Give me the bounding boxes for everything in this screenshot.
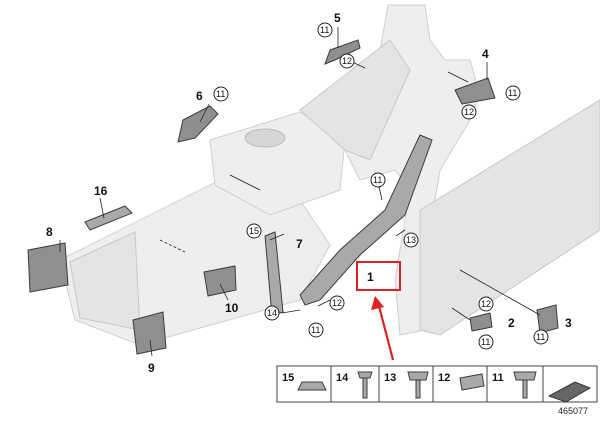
svg-text:11: 11 — [216, 89, 225, 99]
callout-9: 9 — [148, 361, 155, 375]
svg-text:11: 11 — [481, 337, 490, 347]
highlight-arrow-shaft — [377, 305, 395, 361]
circle-11-mid: 11 — [370, 172, 386, 188]
strut-mount-hole — [244, 128, 286, 148]
highlight-arrow-head — [371, 296, 384, 310]
fastener-legend: 15 14 13 12 11 — [276, 365, 598, 403]
circle-11-left: 11 — [213, 86, 229, 102]
svg-text:12: 12 — [342, 56, 352, 66]
flange-bolt-icon — [407, 371, 429, 399]
circle-12-top: 12 — [339, 53, 355, 69]
circle-12-bottom: 12 — [478, 296, 494, 312]
strut-tower — [209, 111, 346, 216]
callout-1: 1 — [367, 270, 374, 284]
svg-text:11: 11 — [508, 88, 517, 98]
part-8-plate — [27, 242, 69, 293]
firewall-panel — [299, 39, 411, 161]
circle-12-mid: 12 — [329, 295, 345, 311]
svg-text:14: 14 — [267, 308, 277, 318]
legend-label-11: 11 — [492, 372, 504, 384]
callout-2: 2 — [508, 316, 515, 330]
legend-frame — [276, 365, 598, 403]
part-16-bracket — [84, 205, 133, 231]
bolt-icon — [357, 371, 373, 399]
circle-11-top: 11 — [317, 22, 333, 38]
front-member-end — [69, 231, 141, 331]
callouts: 5 4 6 16 8 7 10 9 2 3 — [46, 11, 572, 375]
part-4-bracket — [454, 77, 496, 105]
leader-lines — [59, 27, 541, 357]
callout-7: 7 — [296, 237, 303, 251]
callout-8: 8 — [46, 225, 53, 239]
legend-label-13: 13 — [384, 372, 396, 384]
legend-label-14: 14 — [336, 372, 349, 384]
callout-5: 5 — [334, 11, 341, 25]
circle-11-right: 11 — [505, 85, 521, 101]
diagram-number: 465077 — [558, 406, 588, 416]
circle-12-right: 12 — [461, 104, 477, 120]
svg-text:12: 12 — [481, 299, 491, 309]
circle-11-bottom-right: 11 — [478, 334, 494, 350]
callout-4: 4 — [482, 47, 489, 61]
legend-label-12: 12 — [438, 372, 450, 384]
part-3-bracket — [536, 304, 559, 334]
direction-arrow-icon — [547, 381, 592, 403]
legend-label-15: 15 — [282, 372, 294, 384]
callout-16: 16 — [94, 184, 108, 198]
circle-14: 14 — [264, 305, 280, 321]
circle-13: 13 — [403, 232, 419, 248]
svg-text:15: 15 — [249, 226, 259, 236]
svg-text:11: 11 — [311, 325, 320, 335]
circle-15: 15 — [246, 223, 262, 239]
circle-11-far-right: 11 — [533, 329, 549, 345]
svg-text:12: 12 — [464, 107, 474, 117]
svg-text:11: 11 — [536, 332, 545, 342]
circled-callouts: 11 12 11 12 11 11 15 13 12 14 11 12 11 1… — [213, 22, 549, 350]
direction-arrow-highlight — [559, 377, 579, 389]
callout-6: 6 — [196, 89, 203, 103]
highlight-box — [356, 261, 401, 291]
part-2-bracket — [469, 312, 493, 332]
callout-3: 3 — [565, 316, 572, 330]
svg-text:11: 11 — [320, 25, 329, 35]
part-6-bracket — [177, 105, 219, 143]
nut-icon — [297, 381, 327, 391]
svg-text:11: 11 — [373, 175, 382, 185]
svg-text:13: 13 — [406, 235, 416, 245]
svg-text:12: 12 — [332, 298, 342, 308]
screw-icon — [513, 371, 537, 399]
circle-11-bottom: 11 — [308, 322, 324, 338]
part-10-bracket — [203, 265, 237, 297]
highlight-callout-1: 1 — [356, 261, 401, 361]
side-sill — [419, 99, 600, 336]
part-1-reinforcement — [299, 134, 433, 306]
part-15-strip — [264, 231, 284, 317]
car-body-structure — [59, 4, 600, 346]
part-9-plate — [132, 311, 167, 355]
clip-nut-icon — [459, 373, 485, 391]
callout-10: 10 — [225, 301, 239, 315]
